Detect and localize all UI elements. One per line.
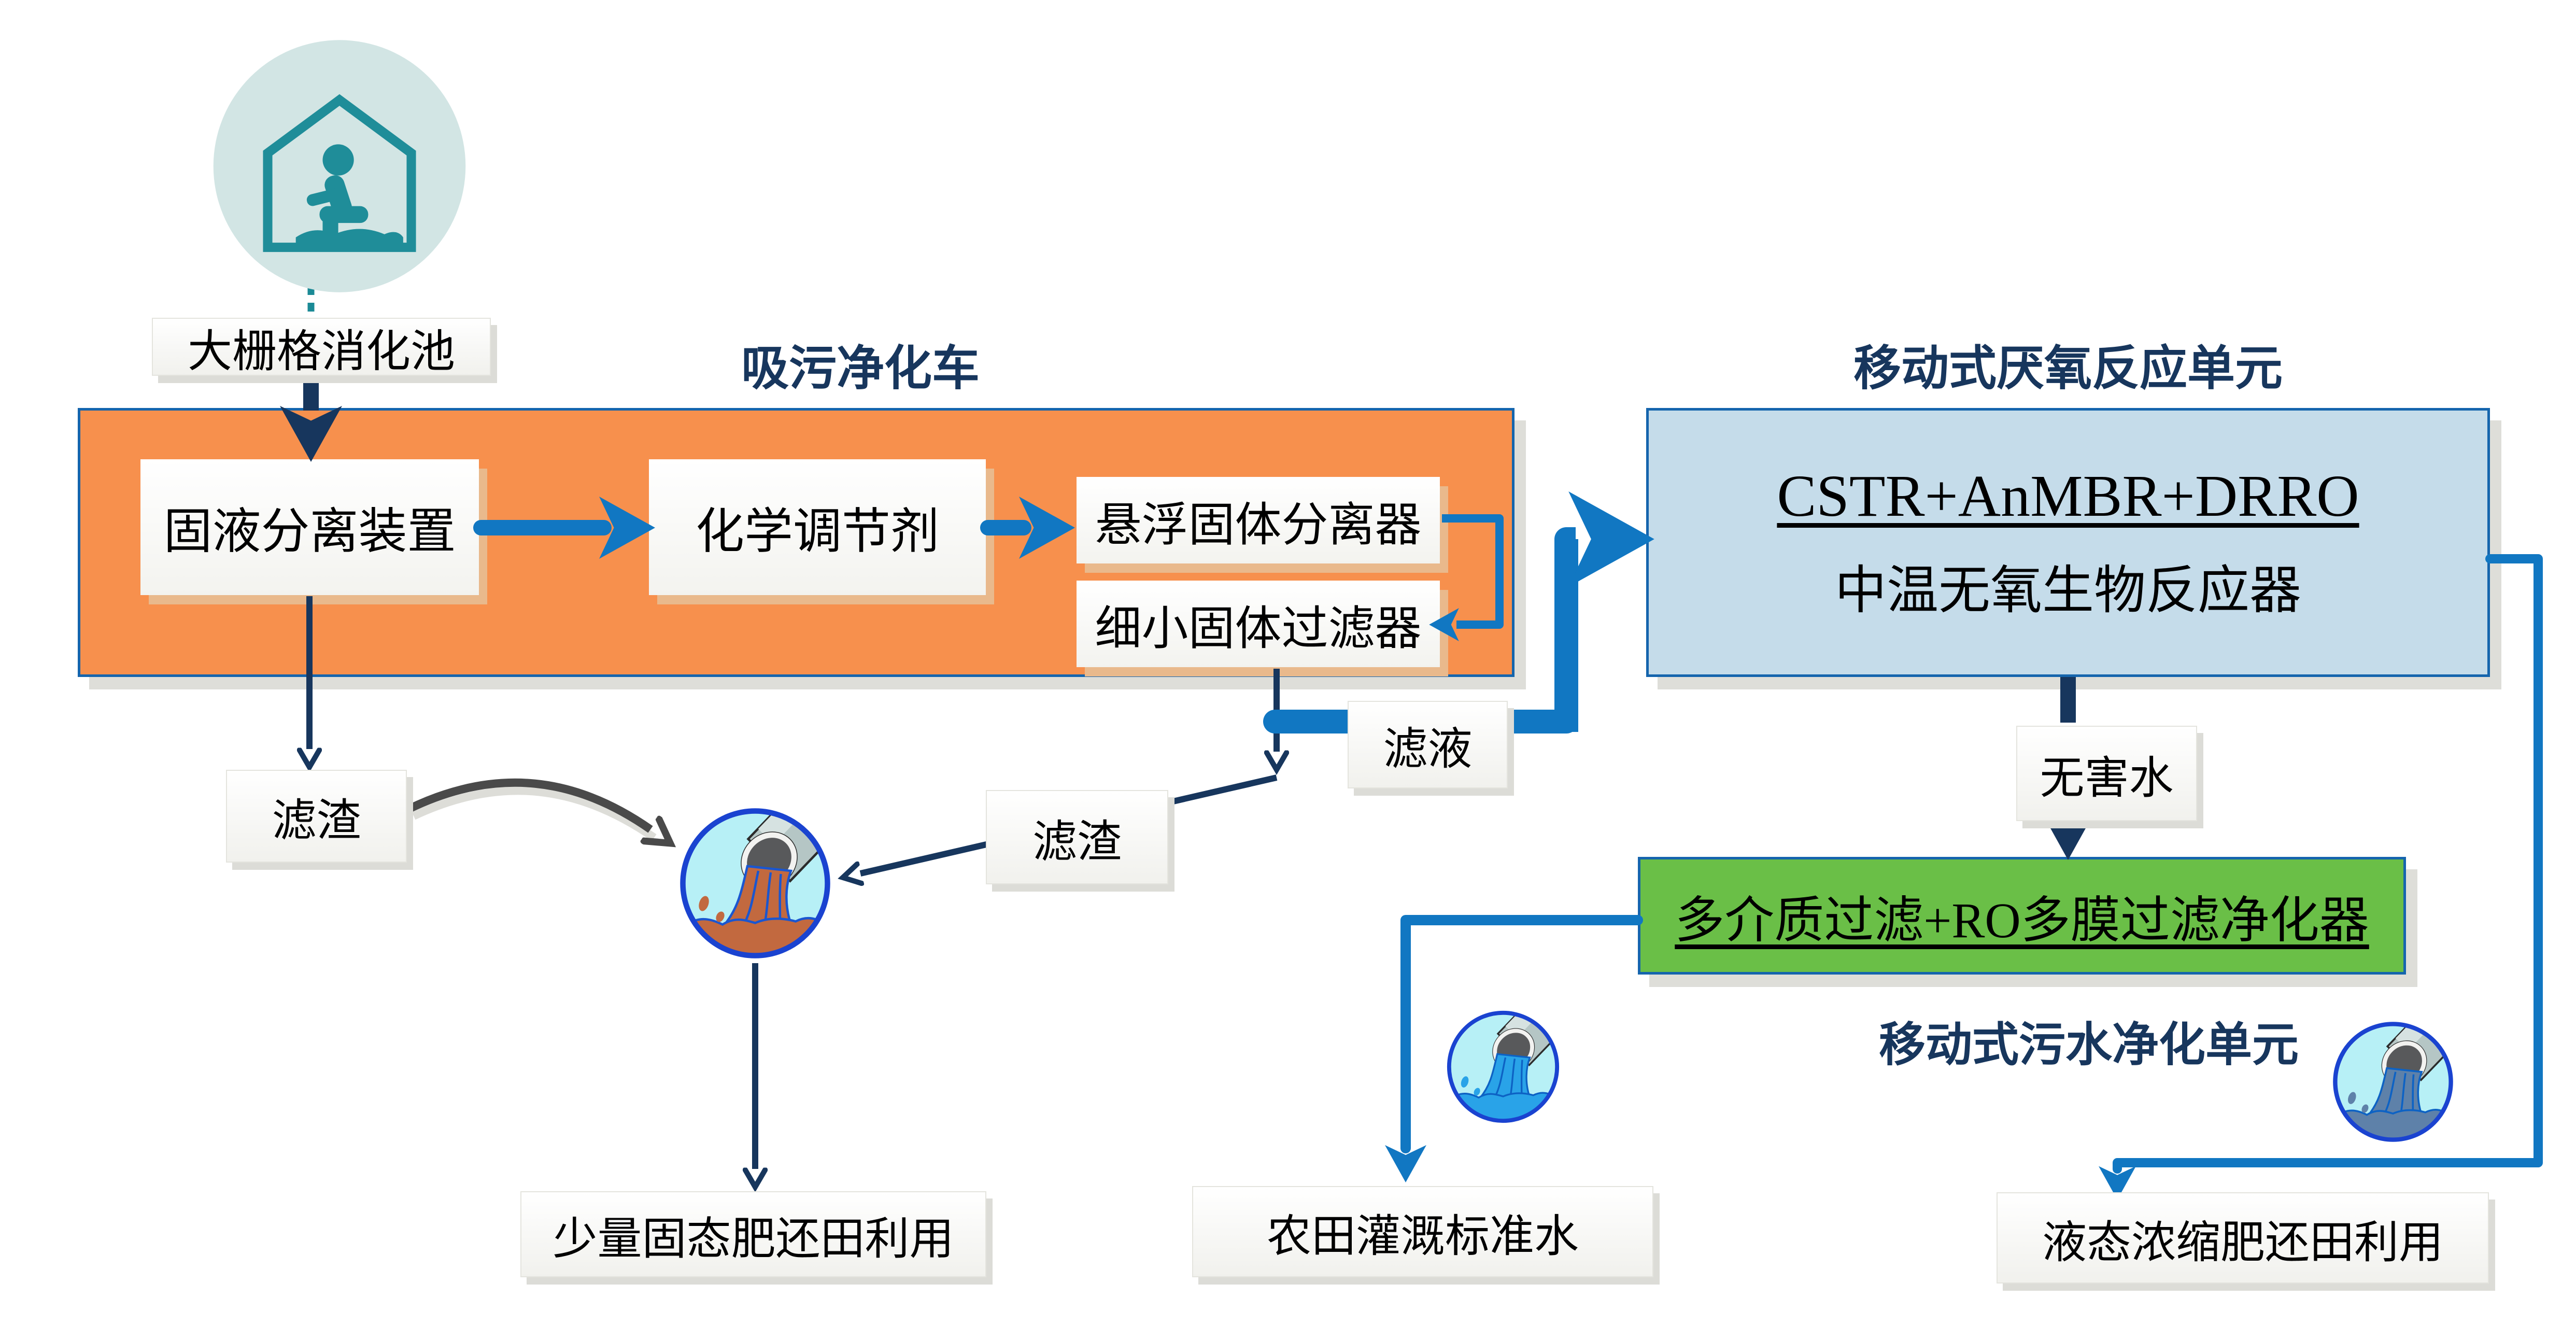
harmless-water-label: 无害水: [2016, 726, 2197, 821]
anaerobic-unit-title: 移动式厌氧反应单元: [1853, 342, 2283, 395]
process-box-chemical-regulator: 化学调节剂: [649, 459, 986, 595]
output-liquid-fertilizer-label: 液态浓缩肥还田利用: [1997, 1192, 2489, 1283]
purifier-panel: 多介质过滤+RO多膜过滤净化器: [1638, 857, 2406, 975]
output-solid-fertilizer-label: 少量固态肥还田利用: [520, 1191, 986, 1277]
residue-curve-shadow: [412, 786, 657, 841]
output-irrigation-water-label: 农田灌溉标准水: [1192, 1186, 1653, 1277]
purifier-unit-title: 移动式污水净化单元: [1879, 1019, 2299, 1071]
process-box-solid-liquid-separator: 固液分离装置: [140, 459, 479, 595]
process-box-suspended-solid-separator: 悬浮固体分离器: [1077, 477, 1440, 563]
arrow-residue-to-sludge-curve: [407, 778, 650, 829]
pipe-discharge-water-icon: [1445, 1009, 1561, 1125]
anaerobic-reactor-name: 中温无氧生物反应器: [1835, 562, 2301, 619]
residue-left-label: 滤渣: [226, 770, 407, 863]
pipe-discharge-concentrate-icon: [2331, 1020, 2455, 1144]
squatting-person-latrine-icon: [202, 30, 477, 314]
purifier-label: 多介质过滤+RO多膜过滤净化器: [1675, 893, 2369, 948]
anaerobic-reactor-panel: CSTR+AnMBR+DRRO 中温无氧生物反应器: [1646, 408, 2490, 677]
arrow-filtrate-to-anaerobic: [1554, 491, 1654, 732]
pipe-discharge-sludge-icon: [677, 806, 833, 961]
filtrate-label: 滤液: [1348, 701, 1508, 788]
process-box-fine-solid-filter: 细小固体过滤器: [1077, 581, 1440, 667]
source-label: 大栅格消化池: [152, 318, 491, 376]
residue-mid-label: 滤渣: [986, 790, 1168, 884]
truck-unit-title: 吸污净化车: [741, 342, 980, 395]
anaerobic-process-formula: CSTR+AnMBR+DRRO: [1777, 463, 2359, 529]
